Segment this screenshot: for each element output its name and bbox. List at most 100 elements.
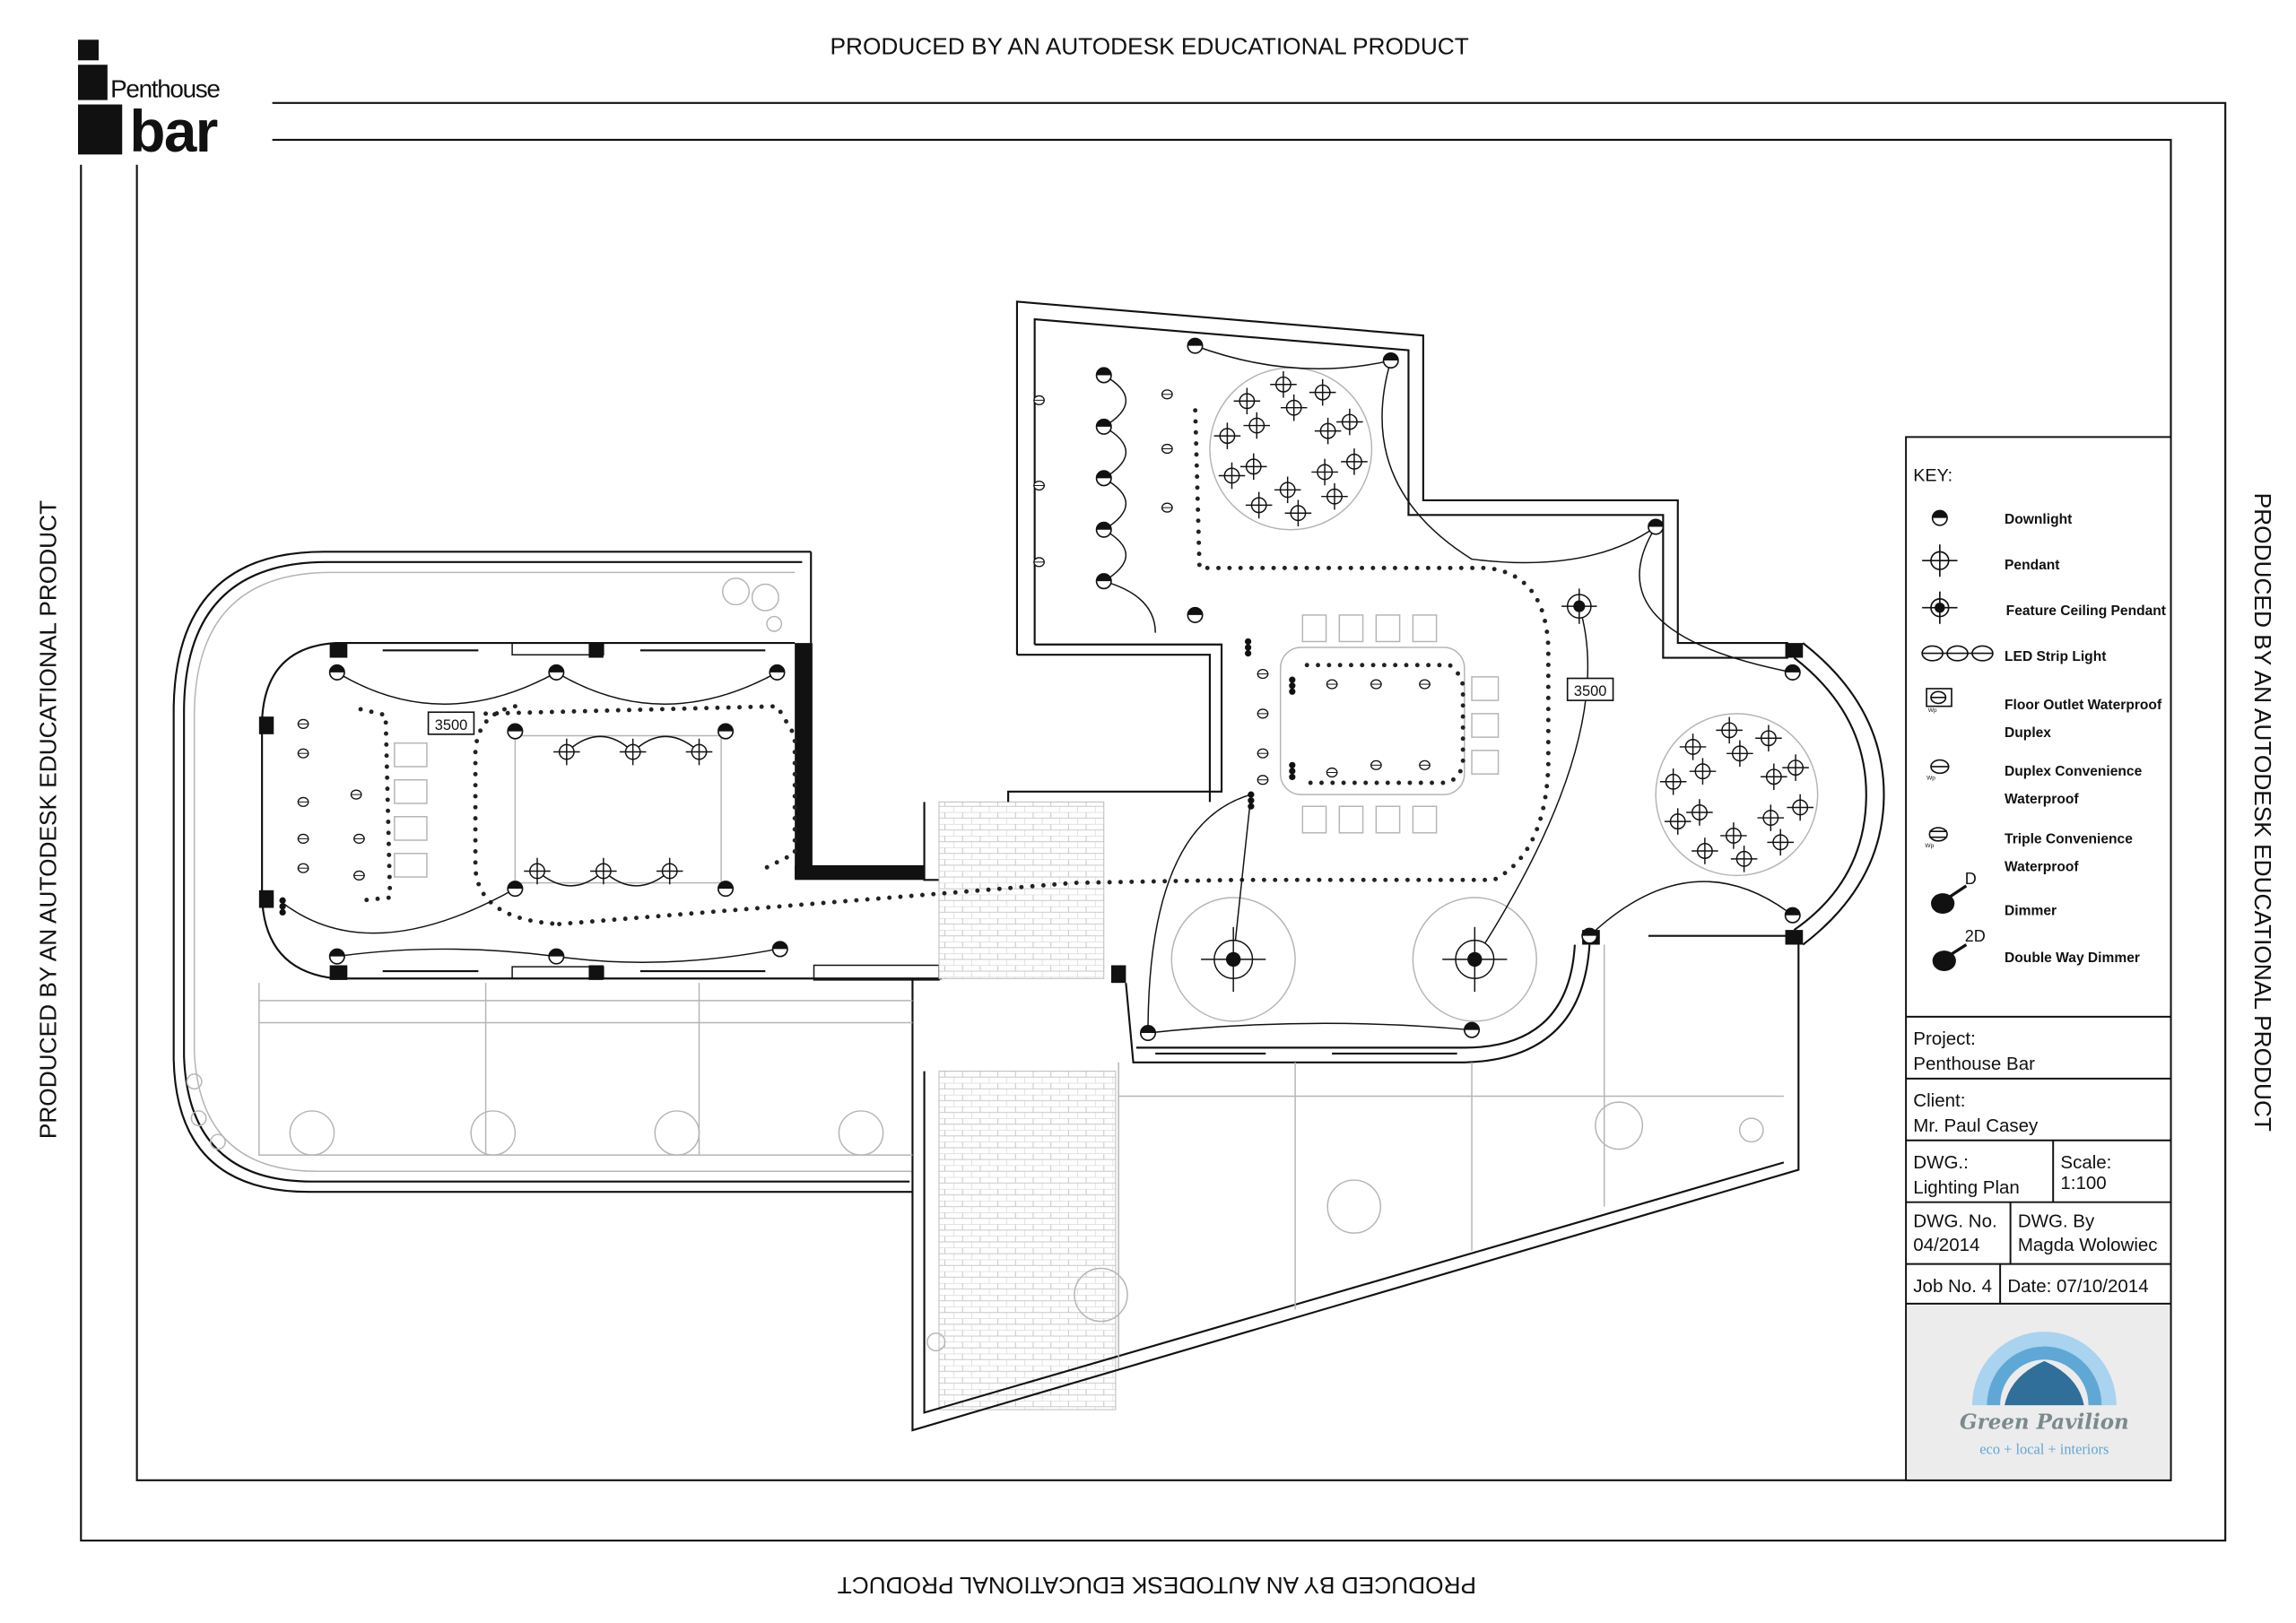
pendant-icon	[1314, 417, 1342, 445]
client-value: Mr. Paul Casey	[1913, 1115, 2039, 1136]
duplex-convenience-icon	[1257, 775, 1269, 785]
pendant-icon	[619, 738, 647, 766]
downlight-icon	[1648, 518, 1665, 535]
pendant-icon	[1730, 846, 1758, 872]
ceiling-height-tag: 3500 3500	[427, 677, 1614, 735]
feature-ceiling-pendant-icon	[1201, 926, 1266, 993]
dimmer-icon	[1248, 791, 1255, 810]
pendant-icon	[1689, 758, 1717, 785]
duplex-convenience-icon	[1326, 679, 1338, 690]
pendant-icon	[1274, 476, 1301, 504]
ceiling-height-right: 3500	[1574, 683, 1606, 699]
dimmer-tag: D	[1965, 870, 1977, 888]
dwg-by-value: Magda Wolowiec	[2018, 1235, 2158, 1255]
pendant-icon	[1280, 394, 1308, 421]
duplex-convenience-icon	[1257, 668, 1269, 680]
downlight-icon	[1931, 509, 1948, 526]
pendant-icon	[1782, 754, 1809, 781]
duplex-convenience-icon	[1419, 679, 1431, 690]
duplex-convenience-icon	[297, 718, 309, 729]
pendant-icon	[1767, 829, 1794, 856]
wp-label: Wp	[1925, 843, 1934, 849]
key-label-downlight: Downlight	[2005, 512, 2072, 527]
dwg-no-value: 04/2014	[1913, 1235, 1979, 1255]
dwg-no-label: DWG. No.	[1913, 1211, 1996, 1232]
dwg-by-label: DWG. By	[2018, 1211, 2095, 1232]
pendant-icon	[1726, 740, 1753, 768]
duplex-convenience-icon	[1930, 759, 1950, 775]
key-label-feature-pendant: Feature Ceiling Pendant	[2006, 603, 2166, 619]
dwg-value: Lighting Plan	[1913, 1177, 2020, 1198]
scale-value: 1:100	[2060, 1173, 2106, 1193]
company-name: Green Pavilion	[1960, 1410, 2129, 1434]
dimmer-icon	[1289, 676, 1296, 695]
dwg-label: DWG.:	[1913, 1152, 1969, 1173]
duplex-convenience-icon	[1033, 480, 1045, 491]
floor-plan	[172, 300, 1885, 1432]
duplex-convenience-icon	[297, 833, 309, 844]
key-label-double-dimmer: Double Way Dimmer	[2005, 950, 2140, 966]
pendant-icon	[1787, 794, 1813, 821]
feature-ceiling-pendant-icon	[1442, 926, 1508, 993]
title-block: KEY: Wp Wp Wp D 2D Downlight Pendant Fea…	[1905, 436, 2172, 1481]
pendant-icon	[553, 738, 580, 766]
penthouse-bar-logo: Penthouse bar	[78, 39, 222, 164]
duplex-convenience-icon	[1161, 502, 1173, 513]
pendant-icon	[1245, 491, 1273, 519]
pendant-icon	[1336, 408, 1363, 436]
project-value: Penthouse Bar	[1913, 1054, 2035, 1074]
watermark-bottom: PRODUCED BY AN AUTODESK EDUCATIONAL PROD…	[838, 1572, 1476, 1599]
dimmer-icon	[279, 897, 286, 916]
downlight-icon	[1784, 907, 1801, 924]
downlight-icon	[1463, 1021, 1481, 1038]
pendant-icon	[1922, 544, 1958, 577]
pendant-icon	[1311, 458, 1338, 486]
floor-outlet-icon	[1926, 688, 1952, 707]
key-label-pendant: Pendant	[2005, 558, 2059, 573]
duplex-convenience-icon	[297, 863, 309, 873]
pendant-icon	[1686, 799, 1713, 826]
downlight-icon	[328, 948, 345, 965]
scale-label: Scale:	[2060, 1152, 2111, 1173]
downlight-icon	[769, 664, 786, 681]
pendant-icon	[1761, 763, 1787, 791]
wp-label: Wp	[1928, 707, 1937, 714]
key-label-triple-2: Waterproof	[2005, 859, 2079, 874]
pendant-icon	[1679, 733, 1707, 760]
pendant-icon	[1659, 768, 1687, 795]
pendant-icon	[524, 857, 551, 885]
key-label-led-strip: LED Strip Light	[2005, 649, 2106, 664]
key-label-floor-outlet-2: Duplex	[2005, 725, 2051, 741]
pendant-icon	[1757, 804, 1785, 831]
triple-convenience-icon	[1928, 827, 1948, 842]
downlight-icon	[548, 664, 565, 681]
duplex-convenience-icon	[1419, 759, 1431, 770]
dimmer-icon	[1244, 638, 1252, 657]
pendant-icon	[1321, 482, 1348, 510]
duplex-convenience-icon	[353, 870, 365, 881]
duplex-convenience-icon	[297, 748, 309, 759]
downlight-icon	[1095, 367, 1112, 384]
pendant-icon	[1716, 716, 1743, 744]
downlight-icon	[1187, 337, 1204, 354]
duplex-convenience-icon	[1033, 557, 1045, 568]
duplex-convenience-icon	[1033, 395, 1045, 405]
downlight-icon	[1382, 352, 1399, 369]
pendant-icon	[1341, 448, 1368, 475]
dimmer-icon	[1931, 884, 1968, 915]
duplex-convenience-icon	[1370, 759, 1382, 770]
downlight-icon	[548, 948, 565, 965]
ceiling-height-left: 3500	[435, 717, 467, 733]
date: Date: 07/10/2014	[2007, 1276, 2148, 1297]
double-way-dimmer-icon	[1932, 943, 1968, 972]
downlight-icon	[718, 723, 735, 740]
pendant-icon	[1284, 499, 1312, 527]
pendant-icon	[1233, 387, 1261, 415]
duplex-convenience-icon	[350, 789, 362, 800]
duplex-convenience-icon	[1370, 679, 1382, 690]
dimmer-icon	[1289, 761, 1296, 781]
downlight-icon	[1095, 418, 1112, 435]
key-label-floor-outlet: Floor Outlet Waterproof	[2005, 698, 2162, 713]
wp-label: Wp	[1926, 776, 1935, 782]
